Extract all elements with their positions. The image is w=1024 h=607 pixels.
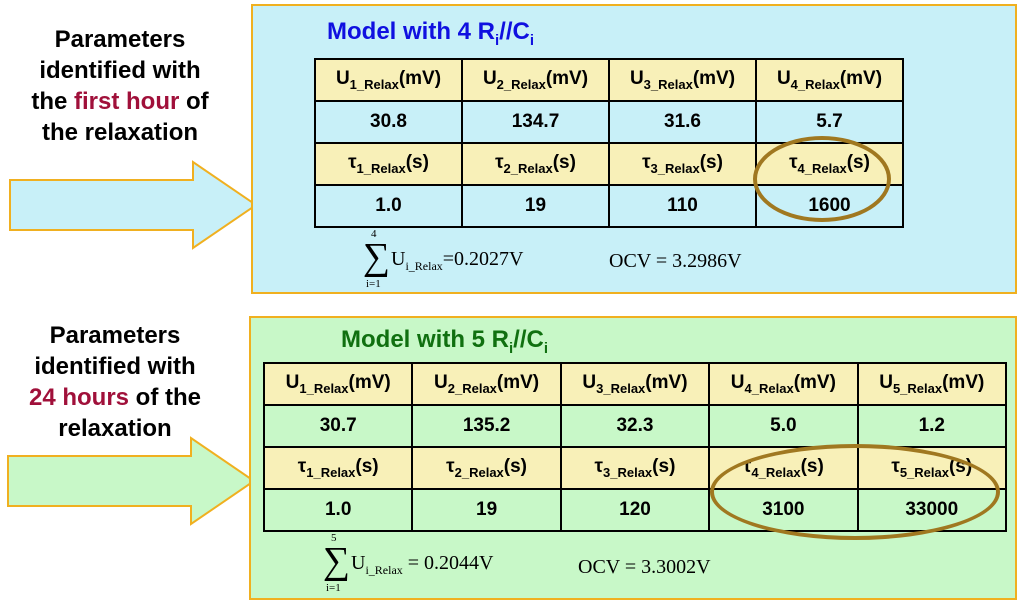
table-header-cell: U3_Relax(mV) (559, 362, 711, 406)
sigma-icon: ∑ (363, 236, 391, 278)
panel2-title-mid: //C (513, 326, 544, 353)
table-cell: 31.6 (608, 100, 757, 144)
side1-line1: Parameters (54, 26, 186, 53)
table-header-cell: τ1_Relax(s) (262, 446, 414, 490)
table-cell: 30.8 (314, 100, 463, 144)
table-cell: 1.2 (856, 404, 1008, 448)
panel2-title-sub: i (509, 339, 514, 357)
table-header-cell: U5_Relax(mV) (856, 362, 1008, 406)
side2-line4: relaxation (58, 415, 172, 442)
table-header-cell: U3_Relax(mV) (608, 58, 757, 102)
sum-upper: 4 (371, 228, 377, 240)
sum-body: Ui_Relax=0.2027V (391, 248, 524, 273)
panel2-sum-formula: 5 ∑ i=1 Ui_Relax = 0.2044V (323, 532, 543, 596)
side-caption-2: Parameters identified with 24 hours of t… (10, 320, 220, 444)
panel2-title-pre: Model with 5 R (341, 326, 509, 353)
side2-line3-post: of the (129, 384, 202, 411)
table-cell: 5.0 (708, 404, 859, 448)
table-cell: 19 (461, 184, 610, 228)
table-header-cell: U2_Relax(mV) (411, 362, 562, 406)
sum-lower: i=1 (366, 278, 381, 290)
panel1-title-mid: //C (499, 18, 530, 45)
table-header-cell: U4_Relax(mV) (755, 58, 904, 102)
table-cell: 134.7 (461, 100, 610, 144)
table-cell: 19 (411, 488, 562, 532)
side1-line2: identified with (39, 57, 201, 84)
table-cell: 110 (608, 184, 757, 228)
arrow-right-icon (7, 436, 256, 526)
sigma-icon: ∑ (323, 540, 351, 582)
table-header-cell: U1_Relax(mV) (262, 362, 414, 406)
panel2-ocv: OCV = 3.3002V (578, 556, 711, 578)
table-header-cell: τ3_Relax(s) (559, 446, 711, 490)
table-cell: 32.3 (559, 404, 711, 448)
panel2-title: Model with 5 Ri//Ci (341, 326, 548, 357)
side1-line3-post: of (179, 88, 209, 115)
table-row: U1_Relax(mV) U2_Relax(mV) U3_Relax(mV) U… (262, 362, 1008, 406)
side2-line1: Parameters (49, 322, 181, 349)
side2-highlight: 24 hours (28, 384, 130, 411)
panel1-title-pre: Model with 4 R (327, 18, 495, 45)
sum-lower: i=1 (326, 582, 341, 594)
table-header-cell: τ3_Relax(s) (608, 142, 757, 186)
panel1-title-sub: i (495, 31, 500, 49)
table-header-cell: U4_Relax(mV) (708, 362, 859, 406)
side1-line4: the relaxation (41, 119, 199, 146)
side1-line3-pre: the (31, 88, 74, 115)
arrow-right-icon (9, 160, 258, 250)
highlight-oval (753, 136, 891, 222)
highlight-oval (710, 444, 1000, 540)
panel1-title: Model with 4 Ri//Ci (327, 18, 534, 49)
side2-line3: 24 hours of the (10, 382, 220, 413)
panel1-title-sub2: i (529, 31, 535, 49)
table-cell: 1.0 (314, 184, 463, 228)
table-row: 30.7 135.2 32.3 5.0 1.2 (262, 404, 1008, 448)
side-caption-1: Parameters identified with the first hou… (20, 24, 220, 148)
sum-body: Ui_Relax = 0.2044V (351, 552, 494, 577)
sum-upper: 5 (331, 532, 337, 544)
side1-highlight: first hour (74, 88, 180, 115)
table-cell: 135.2 (411, 404, 562, 448)
panel1-ocv: OCV = 3.2986V (609, 250, 742, 272)
table-cell: 30.7 (262, 404, 414, 448)
table-header-cell: τ1_Relax(s) (314, 142, 463, 186)
panel2-title-sub2: i (543, 339, 549, 357)
table-header-cell: U2_Relax(mV) (461, 58, 610, 102)
side2-line2: identified with (34, 353, 196, 380)
side1-line3: the first hour of (20, 86, 220, 117)
panel1-sum-formula: 4 ∑ i=1 Ui_Relax=0.2027V (363, 228, 563, 292)
panel-model-5: Model with 5 Ri//Ci U1_Relax(mV) U2_Rela… (249, 316, 1017, 600)
table-header-cell: τ2_Relax(s) (461, 142, 610, 186)
table-cell: 1.0 (262, 488, 414, 532)
table-header-cell: τ2_Relax(s) (411, 446, 562, 490)
table-cell: 120 (559, 488, 711, 532)
table-row: U1_Relax(mV) U2_Relax(mV) U3_Relax(mV) U… (314, 58, 904, 102)
panel-model-4: Model with 4 Ri//Ci U1_Relax(mV) U2_Rela… (251, 4, 1017, 294)
table-header-cell: U1_Relax(mV) (314, 58, 463, 102)
